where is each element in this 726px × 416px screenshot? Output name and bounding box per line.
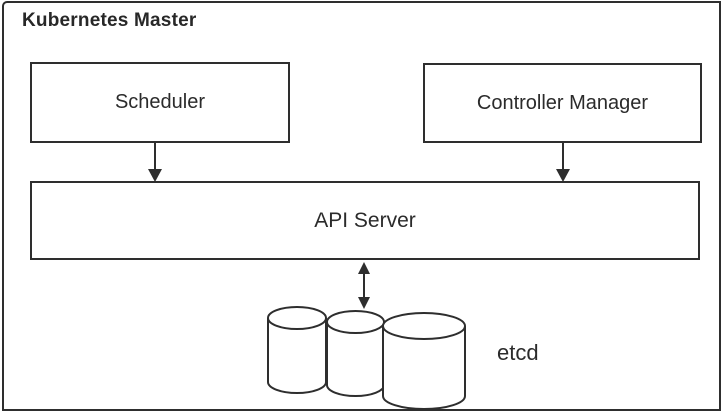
etcd-label: etcd (497, 340, 539, 365)
scheduler-node: Scheduler (30, 62, 290, 143)
scheduler-label: Scheduler (114, 91, 206, 113)
controller-manager-label: Controller Manager (476, 91, 649, 114)
api-server-label: API Server (314, 208, 416, 232)
api-server-node: API Server (30, 181, 700, 260)
arrow-down-icon (556, 143, 570, 182)
diagram-title: Kubernetes Master (22, 10, 197, 31)
etcd-database-icon (267, 306, 466, 410)
arrow-down-icon (148, 143, 162, 182)
controller-manager-node: Controller Manager (423, 63, 702, 143)
double-arrow-vertical-icon (358, 262, 370, 309)
